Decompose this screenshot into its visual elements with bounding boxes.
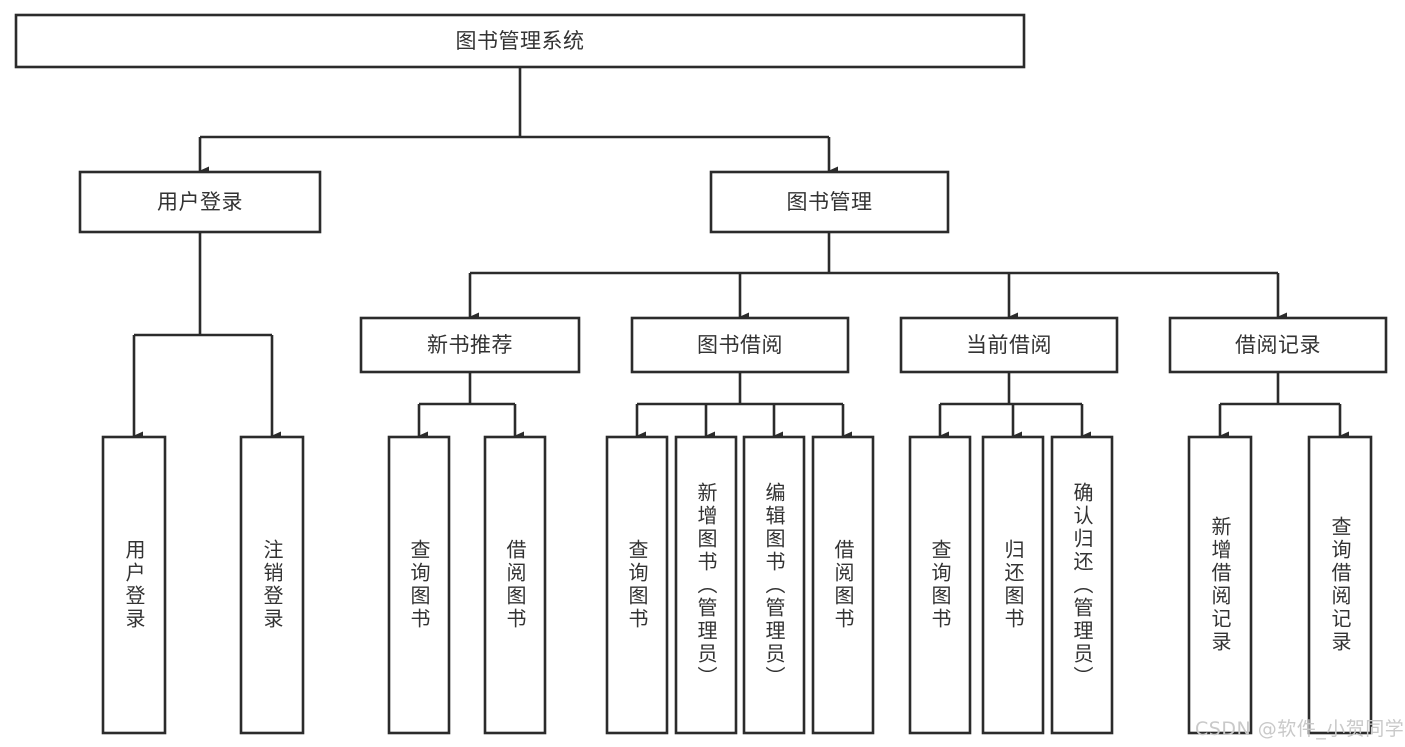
connector-new-book-recommend-to-leaves <box>417 372 524 441</box>
node-box-root[interactable] <box>14 13 1026 69</box>
connector-layer <box>132 67 1349 441</box>
node-box-leaf-return-book[interactable] <box>981 435 1045 735</box>
connector-book-borrow-to-leaves <box>635 372 852 441</box>
connector-current-borrow-to-leaves <box>938 372 1091 441</box>
connector-root-to-level2 <box>198 67 838 176</box>
node-box-borrow-record[interactable] <box>1168 316 1388 374</box>
node-box-leaf-user-login[interactable] <box>101 435 167 735</box>
node-box-leaf-borrow-book-recommend[interactable] <box>483 435 547 735</box>
node-box-leaf-confirm-return-admin[interactable] <box>1050 435 1114 735</box>
node-box-leaf-borrow-book[interactable] <box>811 435 875 735</box>
connector-user-login-to-leaves <box>132 232 281 441</box>
node-box-leaf-edit-book-admin[interactable] <box>742 435 806 735</box>
node-box-book-borrow[interactable] <box>630 316 850 374</box>
node-box-leaf-query-book-recommend[interactable] <box>387 435 451 735</box>
node-box-leaf-add-borrow-record[interactable] <box>1187 435 1253 735</box>
node-box-leaf-add-book-admin[interactable] <box>674 435 738 735</box>
connector-book-management-to-level3 <box>468 232 1287 322</box>
node-box-new-book-recommend[interactable] <box>359 316 581 374</box>
box-layer <box>14 13 1388 735</box>
node-box-current-borrow[interactable] <box>899 316 1119 374</box>
node-box-user-login[interactable] <box>78 170 322 234</box>
node-box-leaf-query-borrow-record[interactable] <box>1307 435 1373 735</box>
node-box-book-management[interactable] <box>709 170 950 234</box>
connector-borrow-record-to-leaves <box>1218 372 1349 441</box>
node-box-leaf-logout-login[interactable] <box>239 435 305 735</box>
node-box-leaf-query-book-borrow[interactable] <box>605 435 669 735</box>
node-box-leaf-query-book-current[interactable] <box>908 435 972 735</box>
